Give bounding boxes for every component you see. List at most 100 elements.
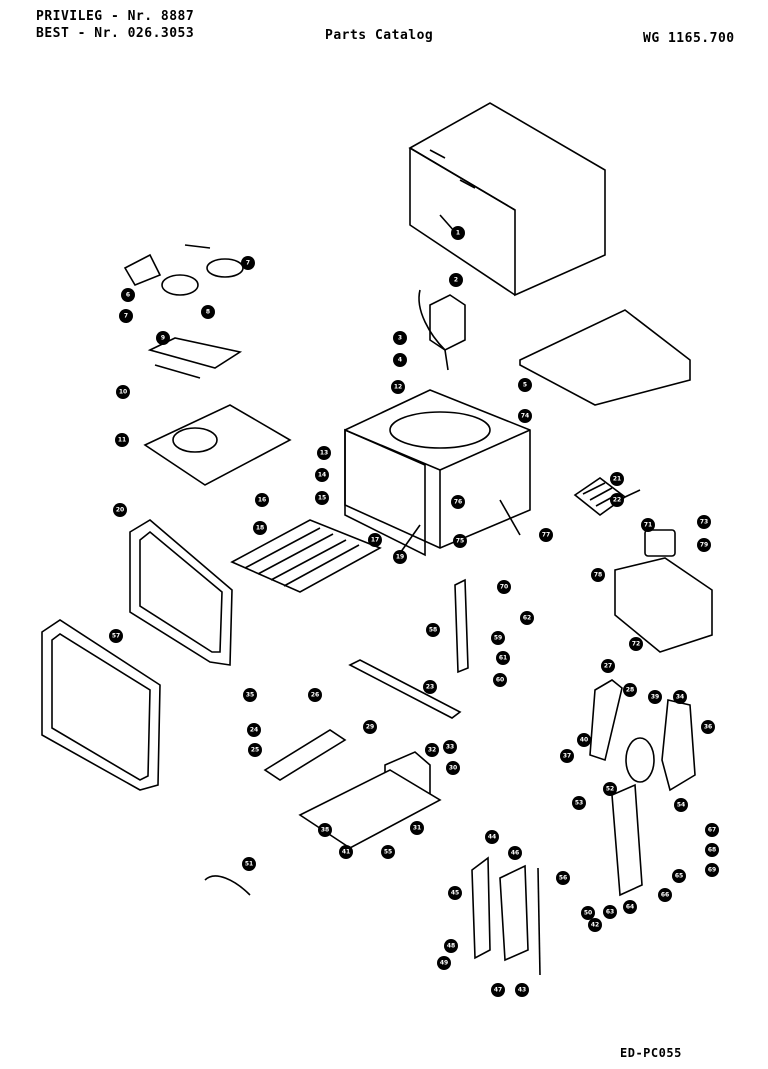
- callout-marker: [518, 378, 532, 392]
- cable-part: [204, 875, 251, 896]
- callout-c53: 53: [572, 796, 586, 810]
- callout-c77: 77: [539, 528, 553, 542]
- callout-label: 58: [429, 627, 437, 634]
- callout-marker: [610, 493, 624, 507]
- callout-c62: 62: [520, 611, 534, 625]
- callout-c42: 42: [588, 918, 602, 932]
- callout-label: 47: [494, 987, 502, 994]
- callout-label: 41: [342, 849, 350, 856]
- callout-marker: [451, 226, 465, 240]
- callout-marker: [317, 446, 331, 460]
- callout-label: 29: [366, 724, 374, 731]
- callout-c65: 65: [672, 869, 686, 883]
- callout-label: 3: [398, 335, 402, 342]
- callout-marker: [601, 659, 615, 673]
- callout-c69: 69: [705, 863, 719, 877]
- callout-c24: 24: [247, 723, 261, 737]
- callout-label: 24: [250, 727, 258, 734]
- callout-marker: [641, 518, 655, 532]
- callout-marker: [253, 521, 267, 535]
- callout-c30: 30: [446, 761, 460, 775]
- callout-c36: 36: [701, 720, 715, 734]
- callout-marker: [603, 782, 617, 796]
- callout-c14: 14: [315, 468, 329, 482]
- callout-marker: [393, 550, 407, 564]
- cover-plate-part: [143, 404, 292, 486]
- callout-marker: [705, 863, 719, 877]
- callout-marker: [423, 680, 437, 694]
- callout-c78: 78: [591, 568, 605, 582]
- callout-marker: [581, 906, 595, 920]
- callout-label: 76: [454, 499, 462, 506]
- callout-label: 34: [676, 694, 684, 701]
- callout-label: 38: [321, 827, 329, 834]
- callout-label: 65: [675, 873, 683, 880]
- top-plate-part: [519, 309, 691, 406]
- figure-code: ED-PC055: [620, 1046, 682, 1060]
- callout-c2: 2: [449, 273, 463, 287]
- callout-label: 19: [396, 554, 404, 561]
- callout-c63: 63: [603, 905, 617, 919]
- callout-label: 46: [511, 850, 519, 857]
- callout-marker: [658, 888, 672, 902]
- callout-marker: [113, 503, 127, 517]
- callout-c45: 45: [448, 886, 462, 900]
- callout-label: 17: [371, 537, 379, 544]
- callout-marker: [116, 385, 130, 399]
- callout-marker: [448, 886, 462, 900]
- callout-label: 25: [251, 747, 259, 754]
- callout-label: 53: [575, 800, 583, 807]
- outer-cabinet-part: [408, 102, 606, 297]
- callout-c58: 58: [426, 623, 440, 637]
- callout-marker: [515, 983, 529, 997]
- callout-c41: 41: [339, 845, 353, 859]
- callout-c76: 76: [451, 495, 465, 509]
- callout-label: 20: [116, 507, 124, 514]
- callout-c7a: 7: [241, 256, 255, 270]
- callout-c8: 8: [201, 305, 215, 319]
- callout-label: 77: [542, 532, 550, 539]
- callout-marker: [115, 433, 129, 447]
- callout-label: 40: [580, 737, 588, 744]
- callout-label: 78: [594, 572, 602, 579]
- callout-c75: 75: [453, 534, 467, 548]
- callout-label: 63: [606, 909, 614, 916]
- callout-c33: 33: [443, 740, 457, 754]
- catalog-number: WG 1165.700: [643, 31, 735, 46]
- callout-c13: 13: [317, 446, 331, 460]
- callout-marker: [603, 905, 617, 919]
- door-outer-frame-part: [41, 619, 161, 791]
- callout-label: 11: [118, 437, 126, 444]
- callout-c52: 52: [603, 782, 617, 796]
- callout-c16: 16: [255, 493, 269, 507]
- side-panel-part: [614, 557, 713, 653]
- callout-marker: [705, 843, 719, 857]
- callout-label: 64: [626, 904, 634, 911]
- callout-c29: 29: [363, 720, 377, 734]
- callout-marker: [453, 534, 467, 548]
- callout-marker: [697, 538, 711, 552]
- callout-marker: [520, 611, 534, 625]
- callout-label: 10: [119, 389, 127, 396]
- callout-label: 37: [563, 753, 571, 760]
- callout-label: 70: [500, 584, 508, 591]
- callout-c44: 44: [485, 830, 499, 844]
- callout-marker: [591, 568, 605, 582]
- callout-label: 16: [258, 497, 266, 504]
- callout-c67: 67: [705, 823, 719, 837]
- callout-c27: 27: [601, 659, 615, 673]
- interlock-rod-part: [471, 856, 491, 960]
- callout-marker: [437, 956, 451, 970]
- callout-marker: [425, 743, 439, 757]
- switch-bracket-part: [263, 729, 347, 781]
- callout-marker: [648, 690, 662, 704]
- callout-c57: 57: [109, 629, 123, 643]
- callout-label: 79: [700, 542, 708, 549]
- callout-marker: [443, 740, 457, 754]
- callout-marker: [444, 939, 458, 953]
- door-inner-frame-part: [129, 519, 233, 666]
- switch-holder-part: [454, 578, 469, 674]
- callout-label: 67: [708, 827, 716, 834]
- callout-marker: [497, 580, 511, 594]
